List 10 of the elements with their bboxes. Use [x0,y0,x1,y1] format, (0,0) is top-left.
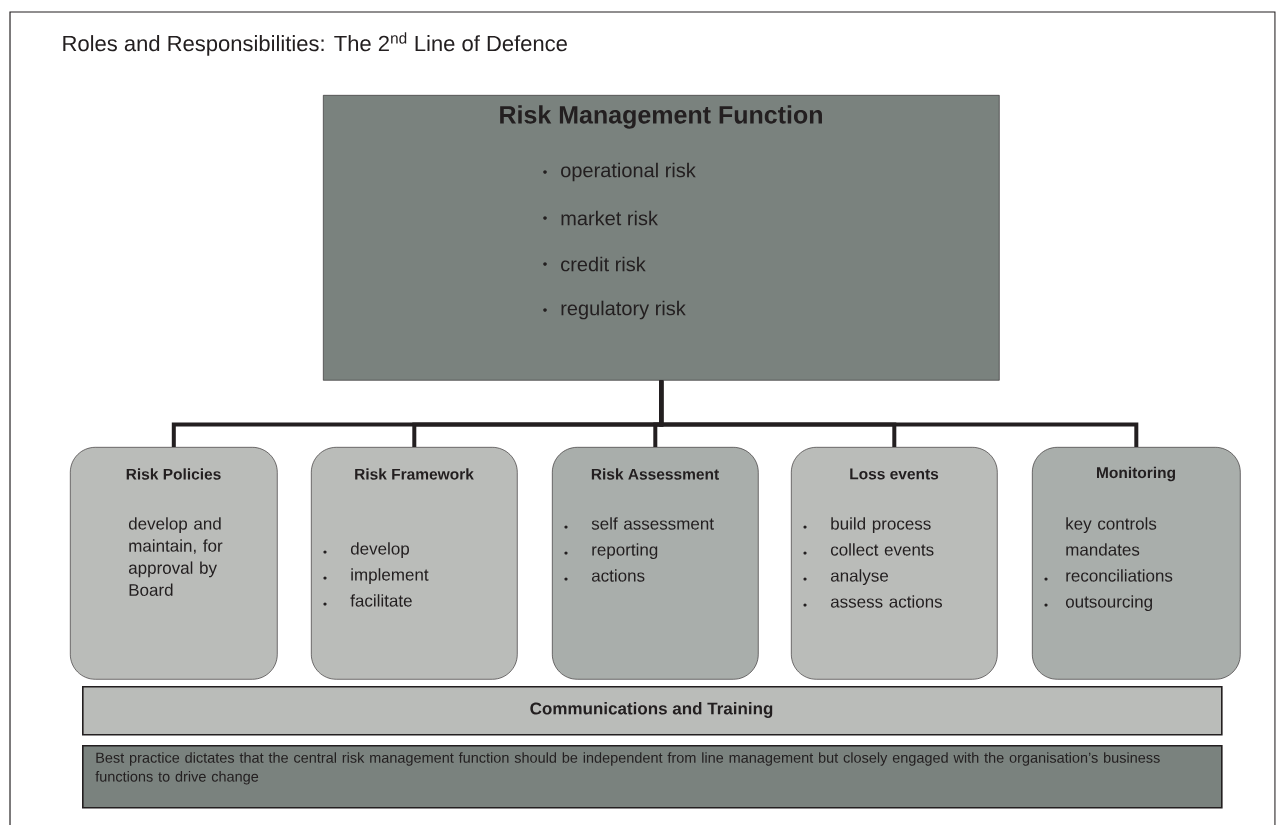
process-box: Loss events build process collect events analyse assess actions [791,447,998,680]
note-box: Best practice dictates that the central risk management function should be independent from line management but closely engaged with the organisation’s business functions to drive change [82,745,1223,809]
process-box: Monitoring key controls mandates reconciliations outsourcing [1032,447,1241,680]
diagram-title: Roles and Responsibilities: The 2$^{nd}$ Line of Defence [63,32,567,56]
banner-box: Communications and Training [82,686,1223,736]
connector-line [659,380,1139,447]
function-box: Risk Management Function operational risk market risk credit risk regulatory risk [323,95,1000,381]
process-box: Risk Assessment self assessment reporting actions [552,447,759,680]
process-box: Risk Framework develop implement facilitate [311,447,518,680]
process-box: Risk Policies develop and maintain, for approval by Board [70,447,278,680]
